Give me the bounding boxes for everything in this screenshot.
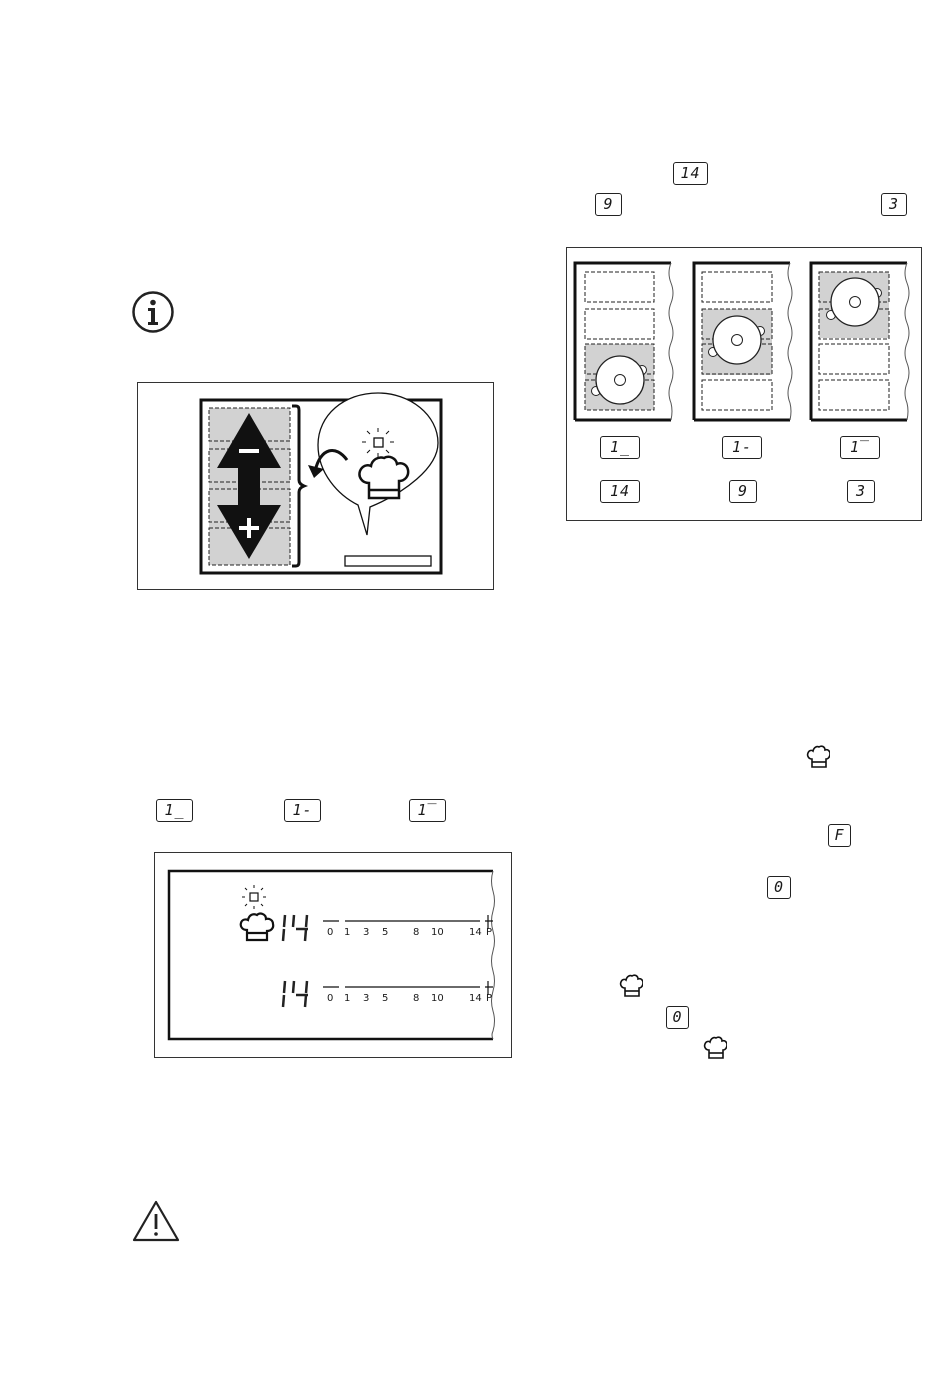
- scale-label: P: [486, 927, 492, 938]
- level-label-2: 1-: [722, 436, 762, 459]
- scale-label: 0: [327, 993, 333, 1004]
- power-off-badge-2: 0: [666, 1006, 689, 1029]
- warning-icon: [131, 1199, 181, 1243]
- blink-indicator-icon: [242, 885, 266, 909]
- chef-hat-icon: [806, 744, 830, 770]
- scale-label: 8: [413, 927, 419, 938]
- heat-level-badge-low: 1_: [156, 799, 193, 822]
- scale-label: 5: [382, 993, 388, 1004]
- scale-label: P: [486, 993, 492, 1004]
- scale-label: 5: [382, 927, 388, 938]
- scale-label: 8: [413, 993, 419, 1004]
- power-level-badge-14: 14: [673, 162, 708, 185]
- scale-label: 14: [469, 993, 482, 1004]
- scale-label: 10: [431, 927, 444, 938]
- level-label-1: 1_: [600, 436, 640, 459]
- scale-label: 10: [431, 993, 444, 1004]
- scale-label: 14: [469, 927, 482, 938]
- power-level-badge-3: 3: [881, 193, 907, 216]
- zone-column-3: [811, 263, 909, 420]
- function-badge-f: F: [828, 824, 851, 847]
- power-label-1: 14: [600, 480, 640, 503]
- power-scale-row2: 0 1 3 5 8 10 14 P: [327, 993, 497, 1007]
- heat-level-badge-high: 1‾: [409, 799, 446, 822]
- level-label-3: 1‾: [840, 436, 880, 459]
- info-icon: [131, 290, 175, 334]
- pan-position-figure: 1_ 1- 1‾ 14 9 3: [566, 247, 922, 521]
- zone-column-1: [575, 263, 673, 420]
- power-label-2: 9: [729, 480, 757, 503]
- scale-label: 1: [344, 993, 350, 1004]
- display-figure: 0 1 3 5 8 10 14 P 0 1 3 5 8 10 14 P: [154, 852, 512, 1058]
- chef-hat-icon: [703, 1035, 727, 1061]
- power-scale-row1: 0 1 3 5 8 10 14 P: [327, 927, 497, 941]
- scale-label: 1: [344, 927, 350, 938]
- seven-seg-14-row1: [283, 915, 308, 941]
- slider-figure: [137, 382, 494, 590]
- scale-label: 3: [363, 993, 369, 1004]
- power-label-3: 3: [847, 480, 875, 503]
- chef-hat-icon: [241, 914, 273, 940]
- power-level-badge-9: 9: [595, 193, 622, 216]
- scale-label: 0: [327, 927, 333, 938]
- heat-level-badge-mid: 1-: [284, 799, 321, 822]
- power-off-badge-1: 0: [767, 876, 791, 899]
- zone-column-2: [694, 263, 792, 420]
- scale-label: 3: [363, 927, 369, 938]
- chef-hat-icon: [619, 973, 643, 999]
- seven-seg-14-row2: [283, 981, 308, 1007]
